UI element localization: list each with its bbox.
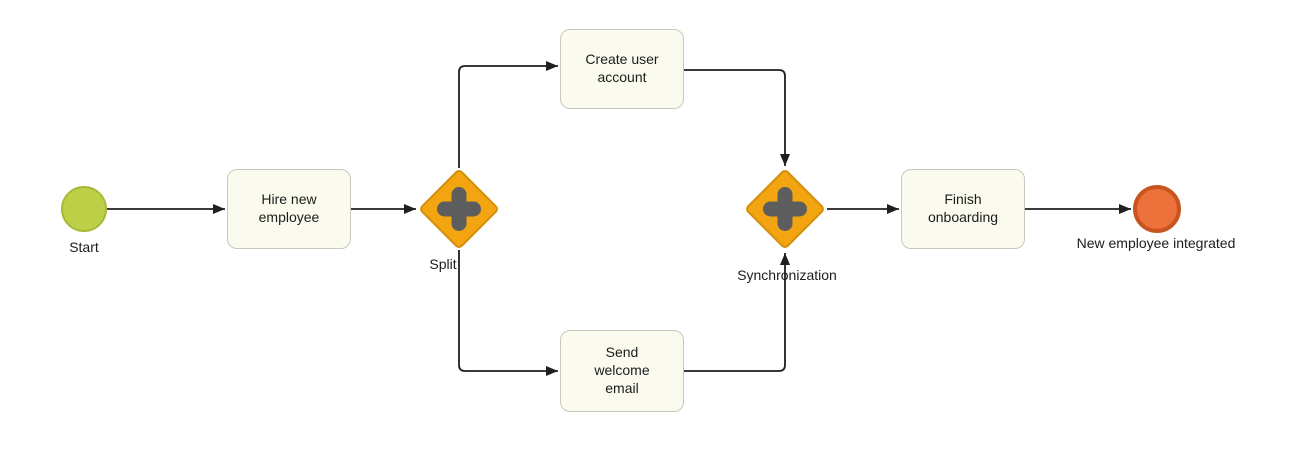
- task-label: Finish onboarding: [927, 191, 999, 225]
- task-send-welcome-email: Send welcome email: [560, 330, 684, 412]
- flow-split-to-create: [458, 61, 558, 168]
- end-event-label: New employee integrated: [1076, 235, 1236, 251]
- parallel-gateway-synchronization: [743, 167, 827, 251]
- flow-split-to-send: [458, 250, 558, 376]
- parallel-gateway-plus-icon: [763, 187, 807, 231]
- task-create-user-account: Create user account: [560, 29, 684, 109]
- gateway-split-label: Split: [429, 256, 457, 272]
- parallel-gateway-split: [417, 167, 501, 251]
- task-label: Create user account: [585, 51, 659, 85]
- flow-send-to-sync: [684, 253, 790, 372]
- task-finish-onboarding: Finish onboarding: [901, 169, 1025, 249]
- start-event-label: Start: [69, 239, 99, 255]
- task-label: Hire new employee: [258, 191, 320, 225]
- gateway-synchronization-label: Synchronization: [737, 267, 837, 283]
- start-event: [61, 186, 107, 232]
- task-label: Send welcome email: [594, 344, 650, 396]
- parallel-gateway-plus-icon: [437, 187, 481, 231]
- flow-create-to-sync: [684, 69, 790, 166]
- end-event: [1133, 185, 1181, 233]
- task-hire-new-employee: Hire new employee: [227, 169, 351, 249]
